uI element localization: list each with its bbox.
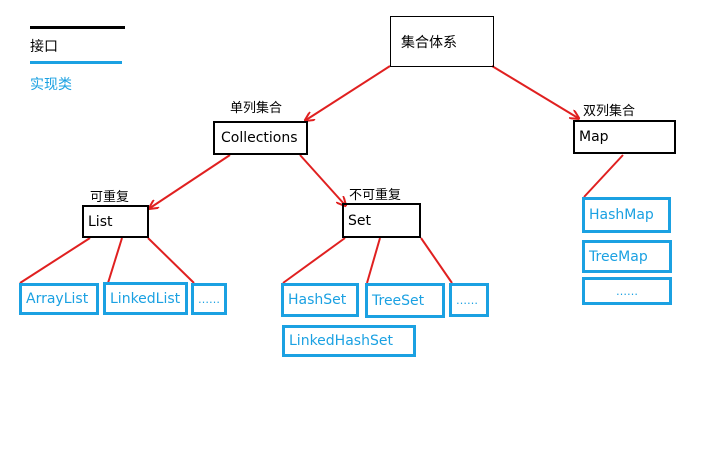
linkedhashset-node: LinkedHashSet [282,325,416,357]
label-repeatable: 可重复 [90,190,130,205]
set-more-node: …… [449,283,489,317]
label-non-repeatable: 不可重复 [349,188,402,203]
linkedhashset-node-label: LinkedHashSet [289,333,393,349]
legend-impl-line [30,61,122,64]
arrow-root-to-map [491,65,578,118]
hashset-node: HashSet [281,283,359,317]
list-more-node: …… [191,283,227,315]
set-node: Set [342,203,421,238]
treeset-node: TreeSet [365,283,445,318]
map-more-node-label: …… [616,284,638,298]
collections-node-label: Collections [221,130,298,146]
label-single-collection: 单列集合 [230,101,283,116]
list-more-node-label: …… [198,292,220,306]
line-list-to-linkedlist [107,237,123,284]
root-node: 集合体系 [390,16,494,67]
arrow-root-to-collections [306,65,391,120]
hashmap-node-label: HashMap [589,207,654,223]
arrow-collections-to-list [150,154,231,208]
map-node-label: Map [579,129,609,145]
hashset-node-label: HashSet [288,292,347,308]
line-set-to-treeset [366,237,381,284]
map-more-node: …… [582,277,672,305]
hashmap-node: HashMap [582,197,671,233]
collections-node: Collections [213,121,308,155]
line-set-to-hashset [282,237,346,284]
linkedlist-node: LinkedList [103,282,188,315]
line-set-to-more [420,237,453,284]
map-node: Map [573,120,676,154]
legend: 接口 实现类 [30,26,130,96]
linkedlist-node-label: LinkedList [110,290,181,307]
treemap-node: TreeMap [582,240,672,273]
line-list-to-arraylist [19,237,91,284]
list-node-label: List [88,213,113,230]
legend-interface-label: 接口 [30,39,58,55]
legend-interface-line [30,26,125,29]
line-list-to-more [147,237,195,284]
treeset-node-label: TreeSet [372,292,425,309]
arrow-collections-to-set [299,154,345,205]
set-node-label: Set [348,212,371,229]
treemap-node-label: TreeMap [589,248,648,265]
legend-impl-label: 实现类 [30,77,72,93]
list-node: List [82,205,149,238]
arraylist-node: ArrayList [19,283,99,315]
arraylist-node-label: ArrayList [26,291,89,307]
set-more-node-label: …… [456,293,478,307]
root-node-label: 集合体系 [401,34,457,51]
line-map-to-hashmap [583,154,624,198]
label-double-collection: 双列集合 [583,104,636,119]
